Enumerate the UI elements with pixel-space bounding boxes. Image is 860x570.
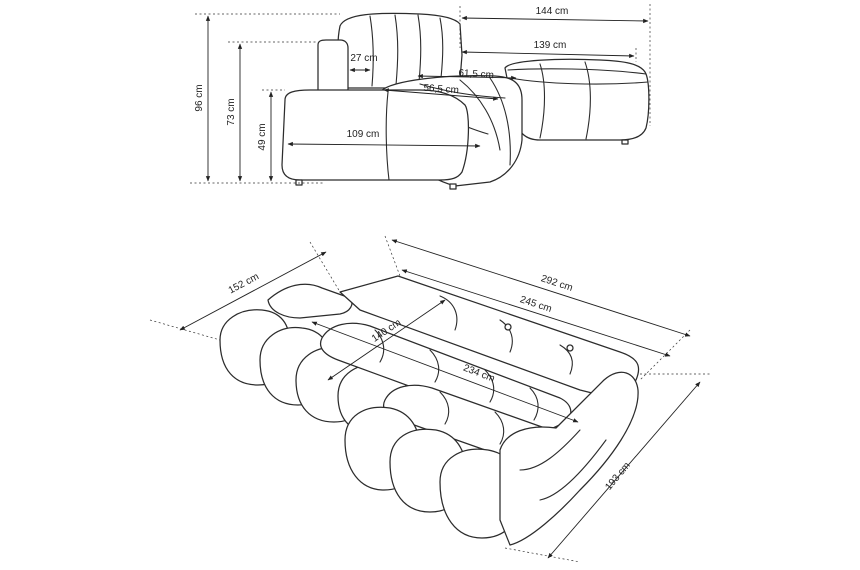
dim-234 (311, 321, 579, 423)
dim-152 (179, 251, 327, 331)
back-seam-4 (439, 17, 444, 79)
label-height-back: 73 cm (226, 98, 237, 125)
label-module-deep: 61,5 cm (458, 68, 494, 81)
seat-foot-left (295, 179, 303, 186)
chaise-back (504, 58, 650, 141)
left-back-block (267, 283, 353, 319)
label-depth-seat: 109 cm (347, 129, 380, 140)
label-length-total: 292 cm (539, 273, 574, 294)
dim-565 (383, 88, 499, 101)
label-module-shallow: 56,5 cm (423, 83, 459, 96)
ext-193-b (504, 547, 581, 563)
ext-292-b (639, 329, 691, 381)
seat-mid-seam-3 (489, 77, 511, 166)
stud-2 (566, 344, 574, 352)
label-left-depth: 152 cm (227, 271, 261, 296)
top-view: 152 cm 292 cm 245 cm 140 cm 234 cm 193 c… (149, 235, 712, 563)
label-chaise-length: 193 cm (603, 460, 633, 492)
armrest (317, 39, 349, 93)
label-width-inner: 139 cm (534, 40, 567, 51)
ext-152-b (309, 241, 341, 293)
label-height-total: 96 cm (194, 84, 205, 111)
seat-mid-seam-2 (459, 79, 501, 151)
back-seam-2 (394, 14, 399, 86)
label-armrest-width: 27 cm (350, 53, 377, 64)
dim-245 (401, 269, 671, 357)
chaise-seam-3 (509, 77, 649, 85)
back-seam-1 (369, 15, 374, 87)
chaise-seam-2 (584, 61, 591, 140)
chaise-foot (621, 139, 629, 145)
chaise-seam-4 (507, 68, 647, 75)
seat-foot-right (449, 183, 457, 190)
ext-152-a (149, 319, 221, 341)
dim-144 (461, 15, 649, 24)
side-view: 96 cm 73 cm 49 cm 109 cm 27 cm 61,5 cm 5… (190, 4, 651, 190)
dim-109 (287, 141, 481, 149)
label-height-seat: 49 cm (257, 123, 268, 150)
dim-615 (417, 73, 517, 81)
label-width-total: 144 cm (536, 6, 569, 17)
label-length-inner: 245 cm (518, 294, 553, 315)
stud-1 (504, 323, 512, 331)
dim-193 (547, 381, 701, 559)
dim-139 (461, 49, 635, 59)
